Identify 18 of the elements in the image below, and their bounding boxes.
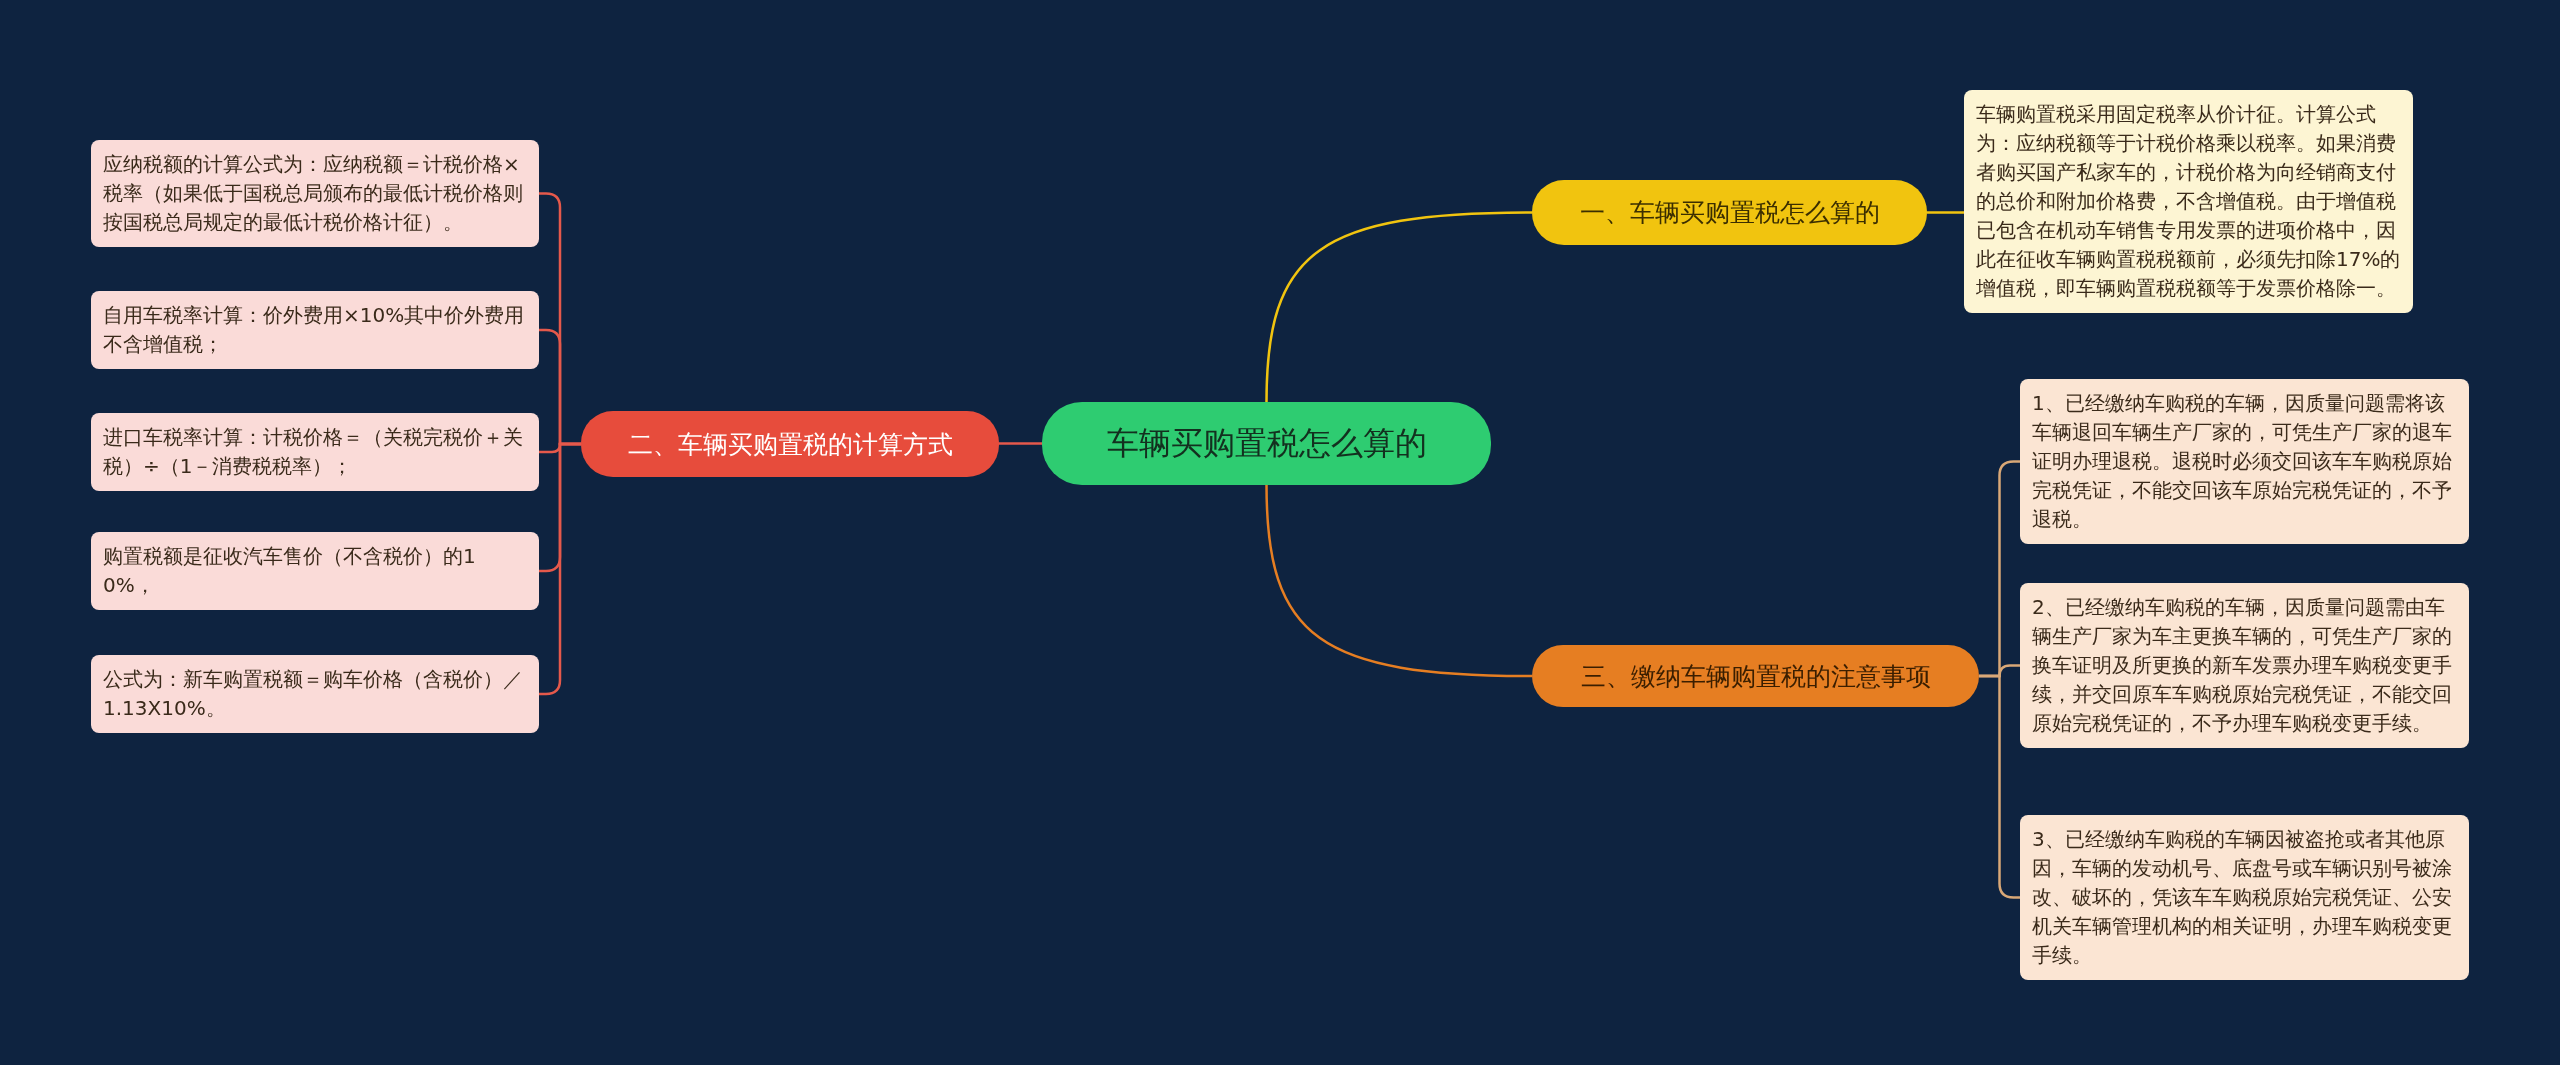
note-box: 应纳税额的计算公式为：应纳税额＝计税价格×税率（如果低于国税总局颁布的最低计税价格则按国税总局规定的最低计税价格计征）。: [91, 140, 539, 247]
note-box: 自用车税率计算：价外费用×10%其中价外费用不含增值税；: [91, 291, 539, 369]
note-box: 车辆购置税采用固定税率从价计征。计算公式为：应纳税额等于计税价格乘以税率。如果消费者购买国产私家车的，计税价格为向经销商支付的总价和附加价格费，不含增值税。由于增值税已包含在机动车销售专用发票的进项价格中，因此在征收车辆购置税税额前，必须先扣除17%的增值税，即车辆购置税税额等于发票价格除一。: [1964, 90, 2413, 313]
note-box: 公式为：新车购置税额＝购车价格（含税价）／1.13X10%。: [91, 655, 539, 733]
connector-line: [999, 442, 1042, 445]
connector-line: [1927, 211, 1964, 214]
topic-box: 二、车辆买购置税的计算方式: [581, 411, 999, 477]
note-box: 1、已经缴纳车购税的车辆，因质量问题需将该车辆退回车辆生产厂家的，可凭生产厂家的退车证明办理退税。退税时必须交回该车车购税原始完税凭证，不能交回该车原始完税凭证的，不予退税。: [2020, 379, 2469, 544]
connector-line: [1265, 211, 1533, 403]
connector-line: [539, 442, 581, 696]
note-box: 进口车税率计算：计税价格＝（关税完税价＋关税）÷（1－消费税税率）；: [91, 413, 539, 491]
root-topic: 车辆买购置税怎么算的: [1042, 402, 1491, 485]
topic-box: 一、车辆买购置税怎么算的: [1532, 180, 1927, 245]
note-box: 3、已经缴纳车购税的车辆因被盗抢或者其他原因，车辆的发动机号、底盘号或车辆识别号被涂改、破坏的，凭该车车购税原始完税凭证、公安机关车辆管理机构的相关证明，办理车购税变更手续。: [2020, 815, 2469, 980]
topic-box: 三、缴纳车辆购置税的注意事项: [1532, 645, 1979, 707]
connector-line: [1265, 484, 1533, 678]
note-box: 2、已经缴纳车购税的车辆，因质量问题需由车辆生产厂家为车主更换车辆的，可凭生产厂家的换车证明及所更换的新车发票办理车购税变更手续，并交回原车车购税原始完税凭证，不能交回原始完税凭证的，不予办理车购税变更手续。: [2020, 583, 2469, 748]
note-box: 购置税额是征收汽车售价（不含税价）的10%，: [91, 532, 539, 610]
